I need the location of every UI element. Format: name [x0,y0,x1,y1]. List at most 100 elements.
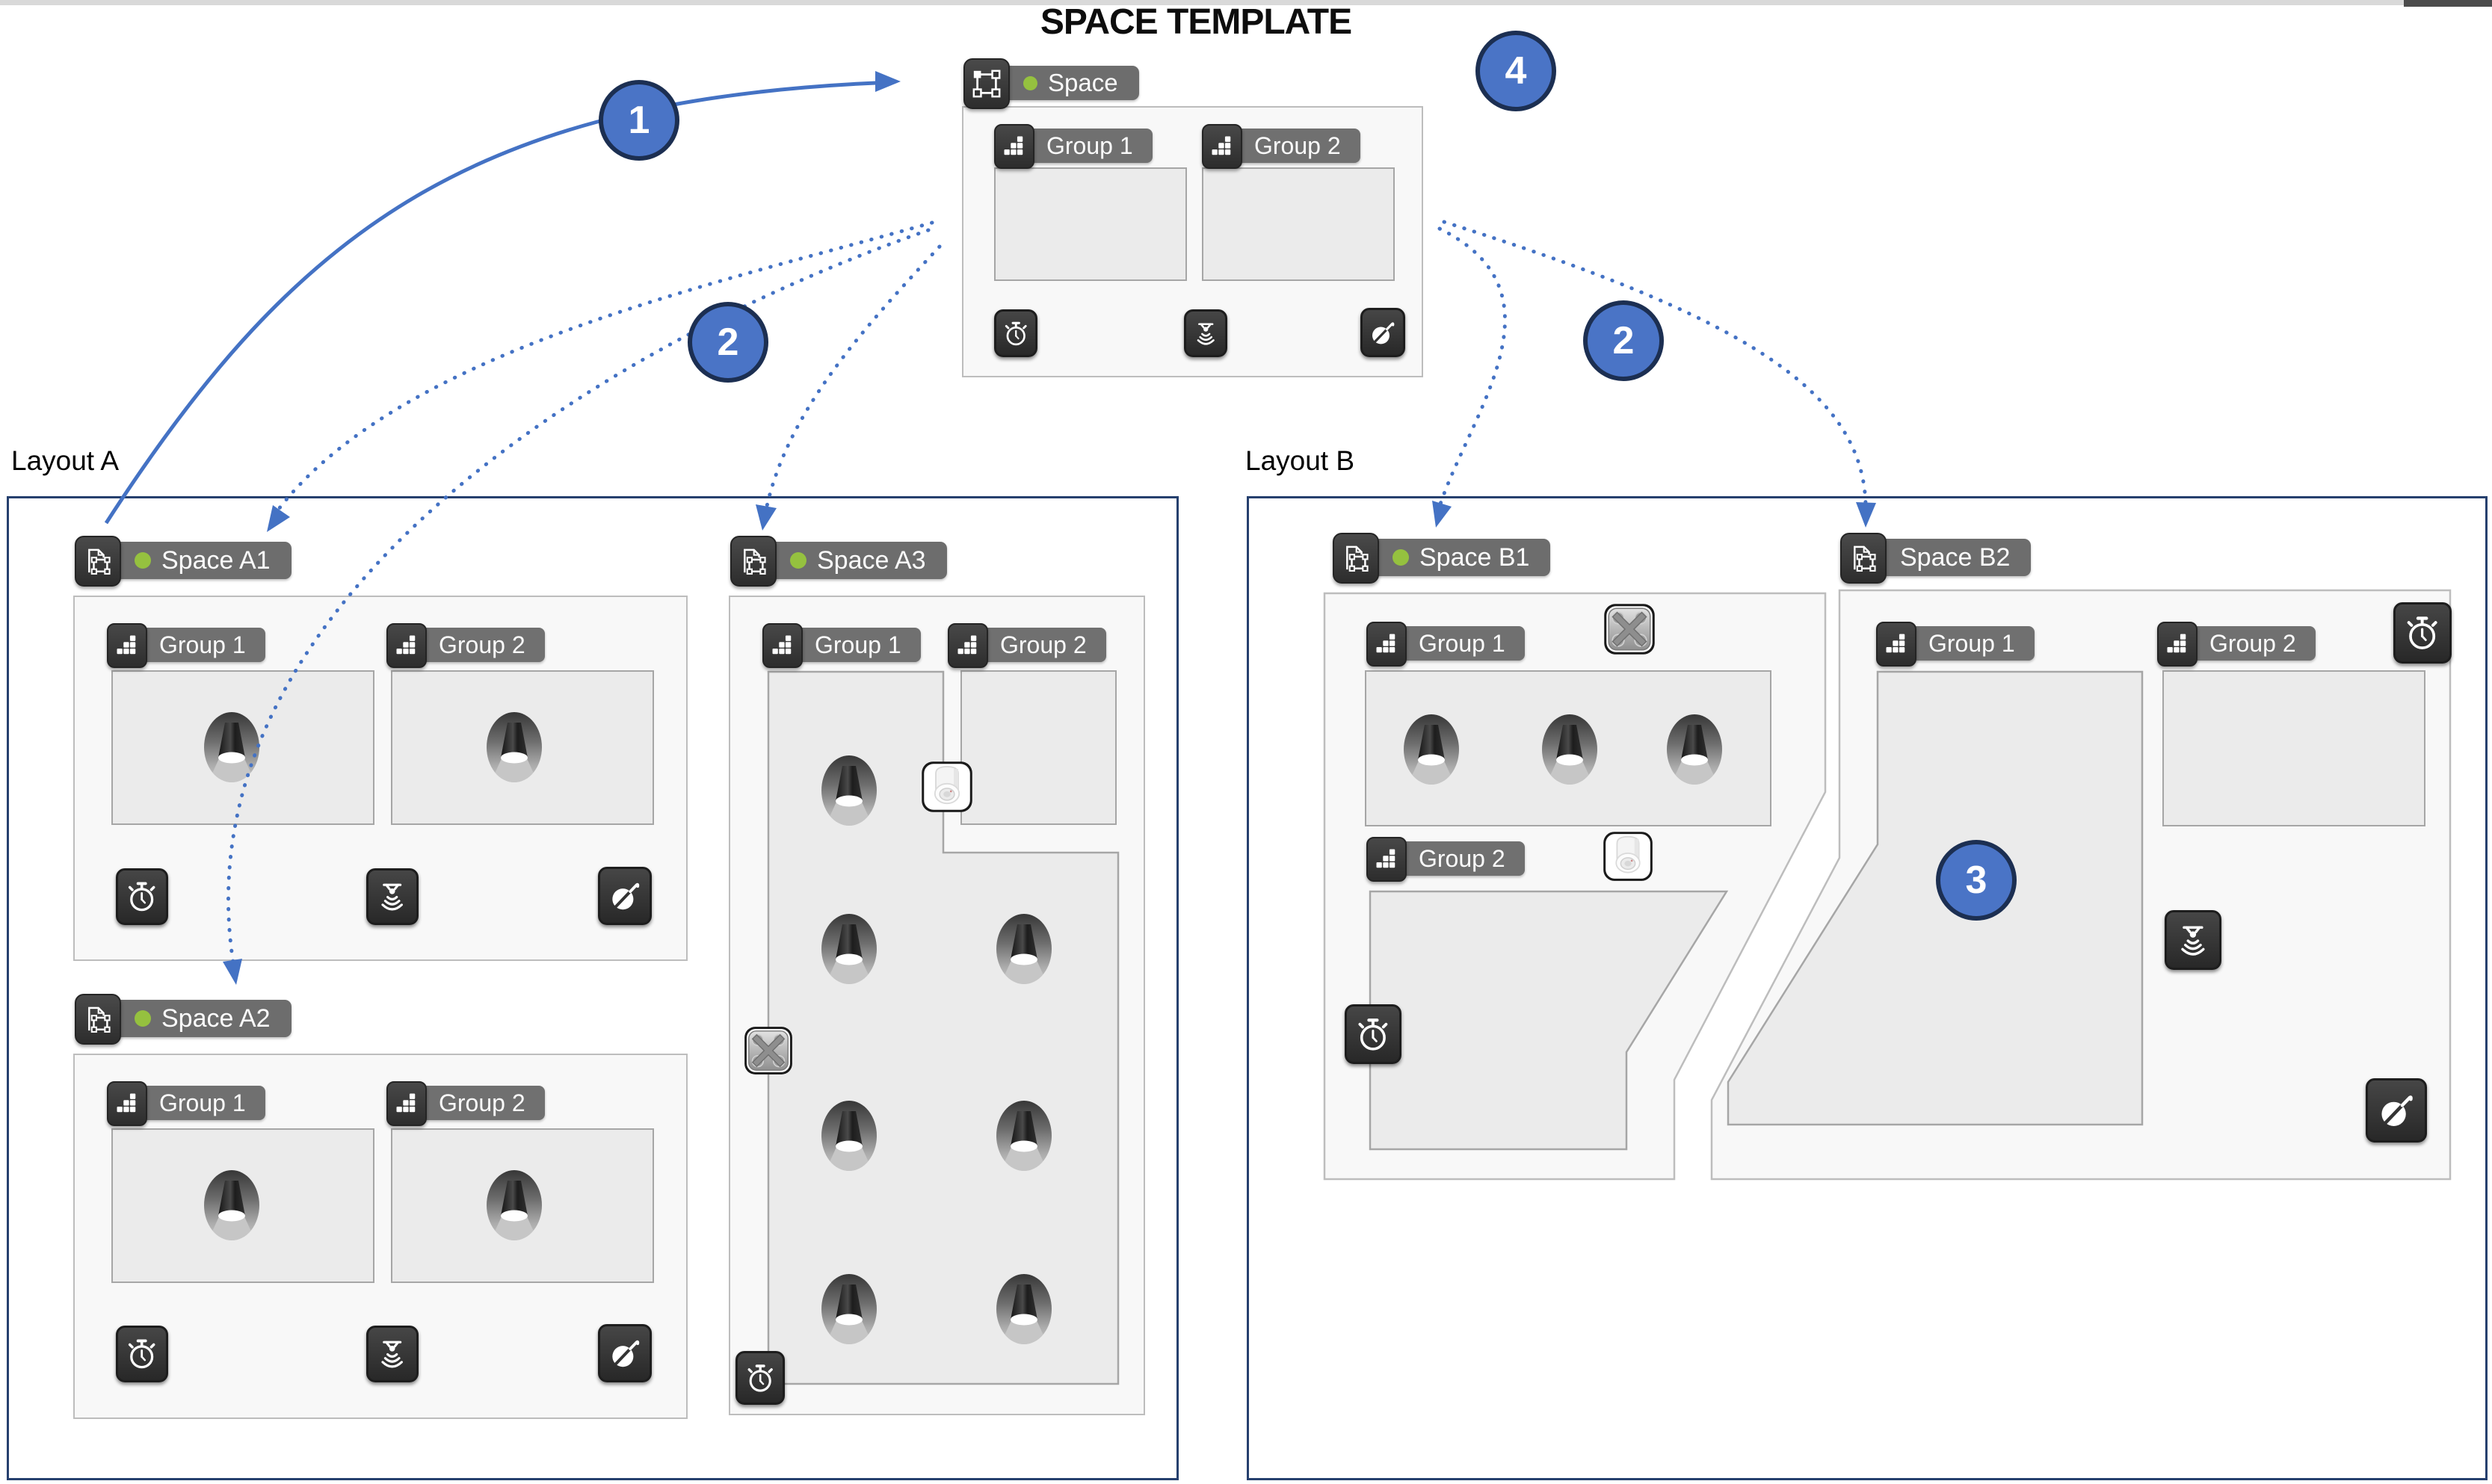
online-dot [1393,549,1409,566]
timer-icon[interactable] [2393,602,2452,664]
arrow-dotted-to-a3 [762,244,942,519]
space-a2-tag[interactable]: Space A2 [75,994,292,1045]
layout-a-label: Layout A [11,445,120,476]
group-tag-label: Group 2 [1399,841,1525,876]
arrowhead [875,71,901,92]
space-a3-group2-tag[interactable]: Group 2 [948,623,1106,668]
motion-sensor-icon[interactable] [1602,828,1654,885]
downlight-icon[interactable] [996,1100,1052,1172]
downlight-icon[interactable] [996,1273,1052,1345]
downlight-icon[interactable] [203,1169,260,1241]
space-instance-icon [730,536,777,587]
template-group1-box [994,167,1187,281]
space-instance-icon [75,536,121,587]
space-a1-tag[interactable]: Space A1 [75,536,292,587]
template-group2-tag[interactable]: Group 2 [1202,124,1360,169]
space-a2-group1-tag[interactable]: Group 1 [107,1081,265,1126]
space-tag-label: Space A1 [161,545,271,575]
downlight-icon[interactable] [821,1273,878,1345]
template-group1-tag[interactable]: Group 1 [994,124,1153,169]
probe-icon[interactable] [2366,1078,2427,1143]
group-icon [762,623,803,668]
timer-icon[interactable] [735,1351,785,1405]
timer-icon[interactable] [116,1326,168,1382]
group-icon [107,1081,147,1126]
downlight-icon[interactable] [1403,714,1460,785]
space-b1-tag[interactable]: Space B1 [1333,533,1551,584]
group-icon [1366,622,1407,667]
downlight-icon[interactable] [1666,714,1723,785]
space-a3-tag[interactable]: Space A3 [730,536,947,587]
xpad-button-icon[interactable] [1603,601,1656,658]
timer-icon[interactable] [994,309,1037,357]
presence-waves-icon[interactable] [366,1326,419,1382]
downlight-icon[interactable] [821,755,878,826]
downlight-icon[interactable] [821,913,878,985]
space-tag-label: Space B1 [1419,542,1530,572]
group-icon [994,124,1034,169]
space-instance-icon [75,994,121,1045]
space-b2-group2-tag[interactable]: Group 2 [2157,622,2316,667]
callout-4: 4 [1475,31,1556,111]
online-dot [790,552,806,569]
space-a2-group2-tag[interactable]: Group 2 [386,1081,545,1126]
probe-icon[interactable] [598,1324,652,1382]
group-tag-label: Group 2 [1235,129,1360,163]
arrow-solid-to-template [104,80,895,525]
space-b2-group1-tag[interactable]: Group 1 [1876,622,2035,667]
space-b1-group2-tag[interactable]: Group 2 [1366,837,1525,882]
group-icon [386,623,427,668]
layout-b-label: Layout B [1245,445,1355,476]
group-icon [948,623,988,668]
probe-icon[interactable] [598,867,652,925]
timer-icon[interactable] [1345,1004,1401,1064]
arrow-dotted-to-a1 [268,220,934,522]
space-b1-group1-tag[interactable]: Group 1 [1366,622,1525,667]
presence-waves-icon[interactable] [2165,910,2221,970]
downlight-icon[interactable] [203,711,260,783]
downlight-icon[interactable] [486,1169,543,1241]
xpad-button-icon[interactable] [743,1024,794,1078]
online-dot [135,1010,151,1027]
template-space-tag[interactable]: Space [963,58,1139,109]
arrow-dotted-to-b2 [1442,220,1868,515]
space-tag-label: Space A2 [161,1004,271,1033]
downlight-icon[interactable] [486,711,543,783]
group-tag-label: Group 2 [981,628,1106,662]
group-icon [1876,622,1916,667]
probe-icon[interactable] [1360,308,1405,357]
diagram-title: SPACE TEMPLATE [1040,2,1352,42]
downlight-icon[interactable] [996,913,1052,985]
space-a1-group2-tag[interactable]: Group 2 [386,623,545,668]
window-top-strip-dark [2404,0,2492,7]
group-tag-label: Group 1 [1027,129,1153,163]
downlight-icon[interactable] [1541,714,1598,785]
presence-waves-icon[interactable] [366,868,419,925]
callout-1: 1 [599,80,679,161]
group-tag-label: Group 2 [419,628,545,662]
group-tag-label: Group 1 [1909,626,2035,661]
space-a3-group1-tag[interactable]: Group 1 [762,623,921,668]
space-template-icon [963,58,1010,109]
group-icon [386,1081,427,1126]
group-tag-label: Group 1 [795,628,921,662]
callout-3: 3 [1936,840,2017,921]
group-icon [107,623,147,668]
space-instance-icon [1333,533,1379,584]
space-tag-label: Space [1048,69,1118,96]
presence-waves-icon[interactable] [1184,309,1227,357]
window-top-strip [0,0,2492,5]
downlight-icon[interactable] [821,1100,878,1172]
space-a1-group1-tag[interactable]: Group 1 [107,623,265,668]
motion-sensor-icon[interactable] [920,758,974,816]
group-tag-label: Group 1 [140,1086,265,1120]
online-dot [135,552,151,569]
template-group2-box [1202,167,1395,281]
callout-2-left: 2 [688,302,768,383]
space-b2-tag[interactable]: Space B2 [1840,533,2032,584]
group-icon [1366,837,1407,882]
space-a2-group1-box [111,1128,374,1283]
callout-2-right: 2 [1583,300,1664,381]
timer-icon[interactable] [116,868,168,925]
